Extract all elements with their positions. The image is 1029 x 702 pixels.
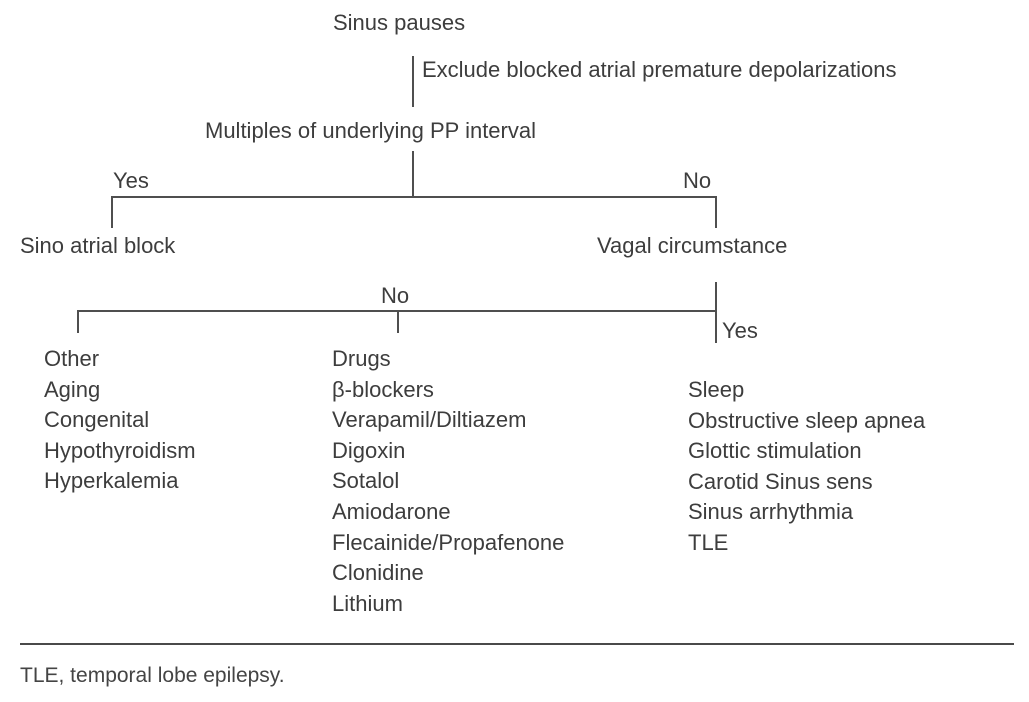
list-item: Flecainide/Propafenone bbox=[332, 529, 565, 555]
list-item: Amiodarone bbox=[332, 498, 451, 524]
diagram-title: Sinus pauses bbox=[333, 10, 466, 35]
list-item: β-blockers bbox=[332, 376, 434, 402]
other-causes-list: Other Aging Congenital Hypothyroidism Hy… bbox=[44, 344, 196, 497]
list-item: Lithium bbox=[332, 590, 403, 616]
list-item: Other bbox=[44, 346, 100, 371]
outcome-sino-atrial-block: Sino atrial block bbox=[20, 233, 176, 258]
list-item: Congenital bbox=[44, 407, 150, 433]
branch1-left-tick bbox=[111, 196, 113, 228]
branch1-no-label: No bbox=[683, 168, 712, 193]
outcome-vagal-circumstance: Vagal circumstance bbox=[597, 233, 788, 258]
list-item: Carotid Sinus sens bbox=[688, 468, 873, 494]
branch1-right-tick bbox=[715, 196, 717, 228]
list-item: Sotalol bbox=[332, 468, 400, 494]
list-item: Digoxin bbox=[332, 437, 406, 463]
footnote-text: TLE, temporal lobe epilepsy. bbox=[20, 664, 285, 687]
list-item: Sinus arrhythmia bbox=[688, 499, 854, 525]
exclusion-note: Exclude blocked atrial premature depolar… bbox=[422, 57, 897, 82]
decision-question-pp-interval: Multiples of underlying PP interval bbox=[205, 118, 536, 143]
branch2-left-tick bbox=[77, 310, 79, 333]
vagal-circumstances-list: Sleep Obstructive sleep apnea Glottic st… bbox=[688, 375, 925, 559]
list-item: TLE bbox=[688, 529, 729, 555]
branch2-middle-tick bbox=[397, 310, 399, 333]
list-item: Aging bbox=[44, 376, 101, 402]
branch2-no-label: No bbox=[381, 283, 410, 308]
list-item: Obstructive sleep apnea bbox=[688, 407, 926, 433]
list-item: Hypothyroidism bbox=[44, 437, 196, 463]
branch2-yes-label: Yes bbox=[722, 318, 758, 343]
footnote-divider bbox=[20, 643, 1014, 645]
list-item: Drugs bbox=[332, 346, 391, 371]
branch1-yes-label: Yes bbox=[113, 168, 149, 193]
list-item: Verapamil/Diltiazem bbox=[332, 407, 527, 433]
list-item: Clonidine bbox=[332, 560, 424, 586]
list-item: Glottic stimulation bbox=[688, 438, 862, 464]
list-item: Hyperkalemia bbox=[44, 468, 179, 494]
connector-title-to-question bbox=[412, 56, 414, 107]
connector-vagal-to-yes bbox=[715, 282, 717, 343]
drug-causes-list: Drugs β-blockers Verapamil/Diltiazem Dig… bbox=[332, 344, 564, 619]
connector-question-to-branch bbox=[412, 151, 414, 197]
list-item: Sleep bbox=[688, 377, 745, 402]
branch1-horizontal-line bbox=[111, 196, 717, 198]
